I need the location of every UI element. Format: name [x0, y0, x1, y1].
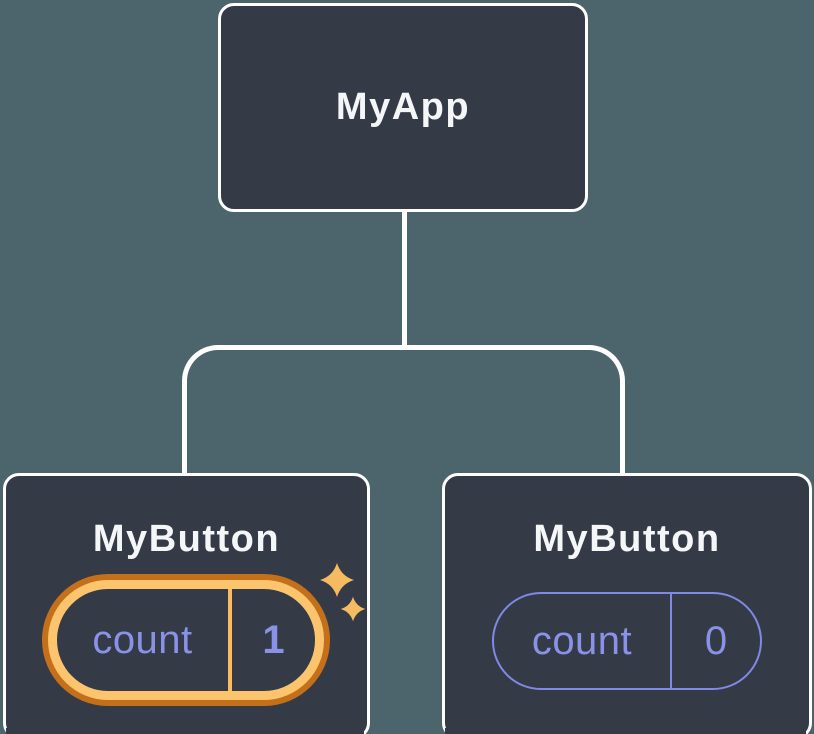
left-box-bottom-crop [6, 728, 364, 734]
sparkle-small-shape [340, 596, 366, 622]
sparkle-icon [340, 596, 366, 622]
node-mybutton-1-label: MyButton [92, 518, 281, 560]
state-value: 1 [262, 617, 285, 662]
state-key-label: count [92, 617, 193, 662]
state-pill-plain: count 0 [492, 592, 762, 690]
state-value: 0 [704, 618, 728, 663]
state-pill-gold-ring: count 1 [48, 580, 324, 700]
node-mybutton-2: MyButton [442, 473, 812, 734]
connector-branch [182, 345, 625, 473]
pill-divider [670, 594, 672, 688]
state-pill-highlighted: count 1 [42, 574, 330, 706]
sparkle-icon [320, 563, 354, 597]
pill-divider [228, 589, 232, 691]
node-mybutton-2-label: MyButton [533, 518, 721, 560]
node-myapp: MyApp [218, 3, 588, 212]
right-box-bottom-crop [445, 728, 806, 734]
state-key-label: count [531, 618, 633, 663]
connector-trunk [402, 212, 407, 346]
sparkle-big-shape [320, 563, 354, 597]
state-pill-inner: count 1 [57, 589, 315, 691]
node-myapp-label: MyApp [335, 86, 471, 128]
